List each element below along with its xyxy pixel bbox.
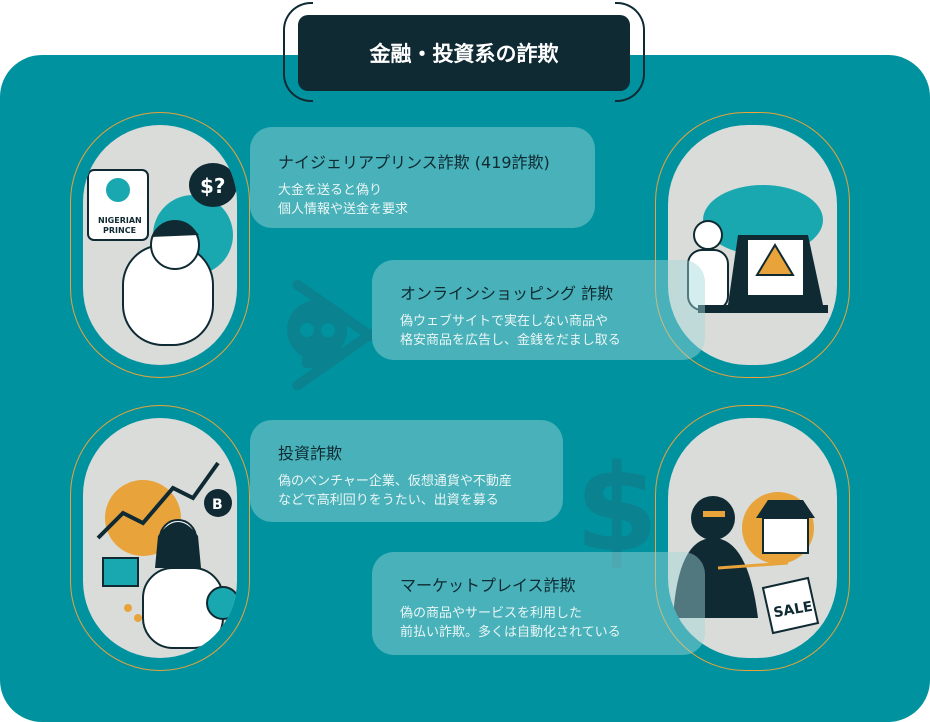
sign-text-2: PRINCE	[103, 226, 136, 235]
page-title: 金融・投資系の詐欺	[298, 15, 630, 91]
card-line: 格安商品を広告し、金銭をだまし取る	[400, 333, 621, 348]
card-title: 投資詐欺	[278, 444, 343, 463]
card-title: ナイジェリアプリンス詐欺 (419詐欺)	[278, 153, 550, 172]
card-line: 偽の商品やサービスを利用した	[400, 606, 583, 621]
card-line: 前払い詐欺。多くは自動化されている	[400, 625, 621, 640]
coin-text: B	[212, 497, 223, 513]
card-line: などで高利回りをうたい、出資を募る	[278, 493, 499, 508]
card-line: 偽のベンチャー企業、仮想通貨や不動産	[278, 474, 512, 489]
sale-tag-text: SALE	[772, 599, 814, 622]
illustration-online-shopping	[655, 112, 850, 378]
card-investment: 投資詐欺 偽のベンチャー企業、仮想通貨や不動産などで高利回りをうたい、出資を募る	[250, 420, 563, 522]
card-title: マーケットプレイス詐欺	[400, 576, 576, 595]
illustration-nigerian-prince: NIGERIAN PRINCE $?	[70, 112, 250, 378]
dollar-icon: $	[575, 440, 659, 579]
card-line: 偽ウェブサイトで実在しない商品や	[400, 314, 609, 329]
card-line: 個人情報や送金を要求	[278, 202, 409, 217]
illustration-marketplace: SALE	[655, 405, 850, 671]
illustration-investment: B	[70, 405, 250, 671]
skull-icon	[287, 280, 372, 390]
bubble-text: $?	[200, 174, 226, 198]
card-nigerian-prince: ナイジェリアプリンス詐欺 (419詐欺) 大金を送ると偽り個人情報や送金を要求	[250, 127, 595, 228]
card-title: オンラインショッピング 詐欺	[400, 284, 614, 303]
card-online-shopping: オンラインショッピング 詐欺 偽ウェブサイトで実在しない商品や格安商品を広告し、…	[372, 260, 705, 360]
card-marketplace: マーケットプレイス詐欺 偽の商品やサービスを利用した前払い詐欺。多くは自動化され…	[372, 552, 705, 655]
card-line: 大金を送ると偽り	[278, 183, 383, 198]
sign-text-1: NIGERIAN	[98, 216, 142, 225]
